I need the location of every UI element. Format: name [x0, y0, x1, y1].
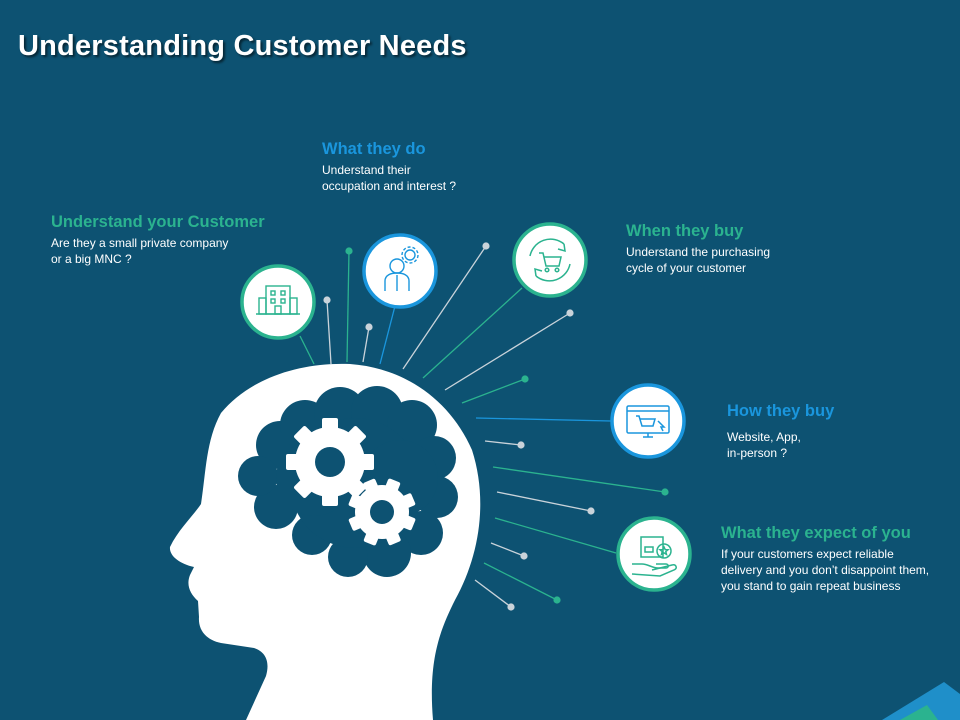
item-understand-customer: Understand your Customer Are they a smal…	[51, 213, 265, 267]
item-description: Website, App, in-person ?	[727, 430, 801, 460]
line-dot	[566, 309, 574, 317]
corner-decoration	[882, 682, 960, 720]
line-dot	[520, 552, 528, 560]
online-shop-icon	[610, 383, 686, 459]
item-heading: What they do	[322, 140, 426, 158]
line-dot	[482, 242, 490, 250]
cart-cycle-icon	[512, 222, 588, 298]
item-heading: How they buy	[727, 402, 835, 420]
page-title: Understanding Customer Needs	[18, 30, 467, 62]
line-dot	[553, 596, 561, 604]
radiating-lines	[299, 245, 666, 608]
item-how-they-buy: How they buy Website, App, in-person ?	[727, 402, 834, 461]
line-dot	[365, 323, 373, 331]
building-icon	[240, 264, 316, 340]
corner-decoration	[900, 705, 938, 720]
item-what-they-do: What they do Understand their occupation…	[322, 140, 456, 194]
item-heading: When they buy	[626, 222, 744, 240]
item-heading: What they expect of you	[721, 524, 911, 542]
person-gear-icon	[362, 233, 438, 309]
line-dot	[661, 488, 669, 496]
line-end-dots	[323, 242, 669, 611]
item-description: Understand the purchasing cycle of your …	[626, 245, 771, 275]
delivery-hand-icon	[616, 516, 692, 592]
item-description: If your customers expect reliable delive…	[721, 547, 930, 593]
item-what-they-expect: What they expect of you If your customer…	[721, 524, 929, 594]
item-heading: Understand your Customer	[51, 213, 265, 231]
gear-icon	[286, 418, 374, 506]
line-dot	[323, 296, 331, 304]
item-description: Are they a small private company or a bi…	[51, 236, 229, 266]
line-dot	[587, 507, 595, 515]
gear-icon	[348, 478, 416, 546]
line-dot	[517, 441, 525, 449]
line-dot	[521, 375, 529, 383]
line-dot	[507, 603, 515, 611]
item-when-they-buy: When they buy Understand the purchasing …	[626, 222, 770, 276]
line-dot	[345, 247, 353, 255]
item-description: Understand their occupation and interest…	[322, 163, 457, 193]
